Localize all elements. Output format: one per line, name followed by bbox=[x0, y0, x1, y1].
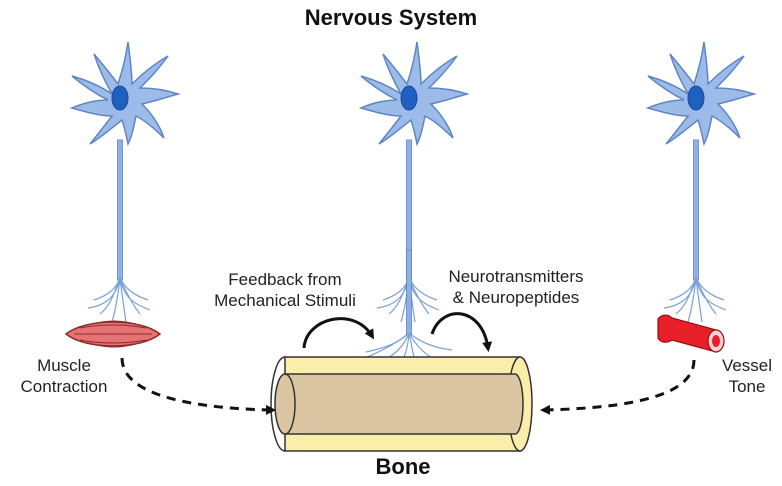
bone-icon bbox=[271, 357, 532, 451]
neurotransmitters-label-line1: Neurotransmitters bbox=[436, 266, 596, 287]
diagram-title: Nervous System bbox=[281, 7, 501, 28]
center-axon bbox=[407, 250, 412, 335]
feedback-label: Feedback from Mechanical Stimuli bbox=[205, 269, 365, 311]
feedback-label-line1: Feedback from bbox=[205, 269, 365, 290]
muscle-label-line2: Contraction bbox=[4, 376, 124, 397]
bone-label: Bone bbox=[353, 456, 453, 477]
neurotransmitters-label-line2: & Neuropeptides bbox=[436, 287, 596, 308]
blood-vessel-icon bbox=[658, 315, 724, 352]
muscle-label-line1: Muscle bbox=[4, 355, 124, 376]
vessel-label-line2: Tone bbox=[712, 376, 782, 397]
muscle-dashed-arrow-icon bbox=[122, 358, 272, 410]
vessel-label: Vessel Tone bbox=[712, 355, 782, 397]
vessel-label-line1: Vessel bbox=[712, 355, 782, 376]
neurotransmitters-label: Neurotransmitters & Neuropeptides bbox=[436, 266, 596, 308]
muscle-label: Muscle Contraction bbox=[4, 355, 124, 397]
vessel-dashed-arrow-icon bbox=[544, 360, 694, 410]
neuron-right-icon bbox=[648, 42, 754, 322]
muscle-icon bbox=[66, 321, 160, 347]
neuron-left-icon bbox=[72, 42, 178, 322]
feedback-label-line2: Mechanical Stimuli bbox=[205, 290, 365, 311]
feedback-curved-arrow-icon bbox=[304, 319, 372, 348]
neurotransmitter-curved-arrow-icon bbox=[432, 314, 488, 348]
